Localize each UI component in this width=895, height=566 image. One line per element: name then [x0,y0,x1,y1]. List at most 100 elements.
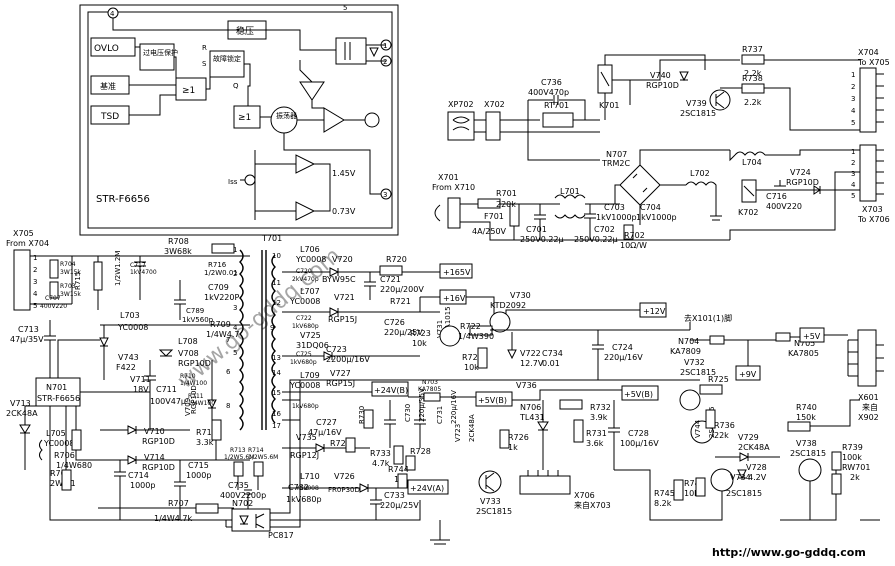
svg-text:V710: V710 [144,427,165,436]
r729-resistor [345,437,356,453]
svg-text:0.73V: 0.73V [332,207,356,216]
svg-text:V727: V727 [330,369,351,378]
svg-text:1.45V: 1.45V [332,169,356,178]
svg-text:To X705: To X705 [857,58,890,67]
svg-text:R731: R731 [586,429,607,438]
iss-current-source [244,174,256,186]
svg-text:T701: T701 [261,234,282,243]
svg-text:R725: R725 [708,375,729,384]
svg-text:1: 1 [851,71,855,79]
svg-text:XP702: XP702 [448,100,474,109]
svg-text:C709: C709 [208,283,229,292]
svg-text:V709: V709 [184,398,192,416]
svg-text:L706: L706 [300,245,320,254]
svg-text:22k: 22k [714,431,729,440]
svg-text:+165V: +165V [443,268,471,277]
svg-text:1kV1000p: 1kV1000p [596,213,637,222]
svg-text:KA7805: KA7805 [418,386,441,393]
svg-text:3W68k: 3W68k [164,247,192,256]
svg-text:V738: V738 [796,439,817,448]
svg-text:去X101(1)脚: 去X101(1)脚 [684,313,732,323]
svg-text:3: 3 [851,95,855,103]
svg-text:R732: R732 [590,403,611,412]
svg-text:+24V(B): +24V(B) [374,386,408,395]
svg-text:L707: L707 [300,287,320,296]
ovp-block [139,43,175,71]
svg-text:V724: V724 [790,168,811,177]
svg-text:1kV680p: 1kV680p [286,495,322,504]
svg-text:400V220: 400V220 [766,202,802,211]
svg-text:R730: R730 [358,406,366,424]
svg-text:1: 1 [233,246,237,254]
rw701-potentiometer [831,473,842,495]
svg-text:1/4W100: 1/4W100 [180,380,207,387]
svg-text:L708: L708 [178,337,198,346]
svg-text:C721: C721 [380,275,401,284]
svg-text:R702: R702 [624,231,645,240]
r725-resistor [699,384,723,395]
svg-text:C724: C724 [612,343,633,352]
svg-text:R716: R716 [208,261,227,269]
svg-text:16: 16 [272,410,281,418]
svg-text:RGP10D: RGP10D [142,437,175,446]
svg-text:10Ω/W: 10Ω/W [620,241,647,250]
svg-text:220k: 220k [496,200,516,209]
r726-resistor [499,429,510,449]
footer-url[interactable]: http://www.go-gddq.com [712,546,866,559]
svg-text:+9V: +9V [739,370,757,379]
svg-text:12.7V: 12.7V [520,359,544,368]
svg-text:400V220: 400V220 [40,303,67,310]
svg-text:220μ/200V: 220μ/200V [380,285,424,294]
svg-text:TSD: TSD [100,112,119,122]
svg-text:12: 12 [272,299,281,307]
svg-text:C716: C716 [766,192,787,201]
svg-text:C725: C725 [296,351,312,358]
svg-text:3: 3 [33,278,37,286]
svg-text:1kV680p: 1kV680p [290,359,317,366]
svg-text:YC0008: YC0008 [43,439,74,448]
svg-text:1/4W680: 1/4W680 [56,461,92,470]
svg-text:100μ/16V: 100μ/16V [620,439,659,448]
svg-text:To X706: To X706 [857,215,890,224]
svg-text:YC0008: YC0008 [289,381,320,390]
svg-text:2.2k: 2.2k [744,98,762,107]
svg-text:2SC1815: 2SC1815 [726,489,762,498]
svg-text:1/4W4.7k: 1/4W4.7k [154,514,193,523]
secondary-section: L706 YC0008 C720 2kV470p V720 BYW95C R72… [282,245,884,521]
svg-text:OVLO: OVLO [94,44,119,54]
svg-text:X701: X701 [438,173,459,182]
svg-text:R705: R705 [50,469,71,478]
mosfet-icon [335,37,367,65]
oscillator-block [270,106,298,134]
svg-text:F422: F422 [116,363,136,372]
svg-text:3W15k: 3W15k [60,291,81,298]
svg-text:C713: C713 [18,325,39,334]
svg-text:4.7k: 4.7k [372,459,390,468]
l701-choke [554,194,586,199]
svg-text:V721: V721 [334,293,355,302]
svg-text:R742: R742 [684,479,705,488]
svg-text:X601: X601 [858,393,879,402]
svg-text:1/4W4.7: 1/4W4.7 [206,330,240,339]
svg-text:V720: V720 [332,255,353,264]
r715-resistor [93,261,103,291]
svg-text:R745: R745 [654,489,675,498]
svg-text:220μ/35V: 220μ/35V [418,388,426,422]
svg-text:N707: N707 [606,150,627,159]
svg-text:3: 3 [851,170,855,178]
svg-text:1000p: 1000p [186,471,211,480]
svg-text:4.2V: 4.2V [748,473,767,482]
latch-block [209,50,245,78]
svg-text:来自: 来自 [862,402,878,412]
svg-text:14: 14 [272,369,281,377]
ic-block-diagram: 4 5 1 2 3 OVLO 过电压保护 基准 ≥1 TSD 稳压 故障锁定 R… [79,4,399,236]
n703-regulator [423,392,441,402]
svg-text:R723: R723 [410,329,431,338]
svg-text:V729: V729 [738,433,759,442]
svg-text:R724: R724 [462,353,483,362]
svg-text:R703: R703 [60,283,76,290]
svg-text:2CK48A: 2CK48A [6,409,38,418]
x706-connector [519,475,571,495]
r736-resistor [705,409,716,429]
svg-text:C703: C703 [604,203,625,212]
